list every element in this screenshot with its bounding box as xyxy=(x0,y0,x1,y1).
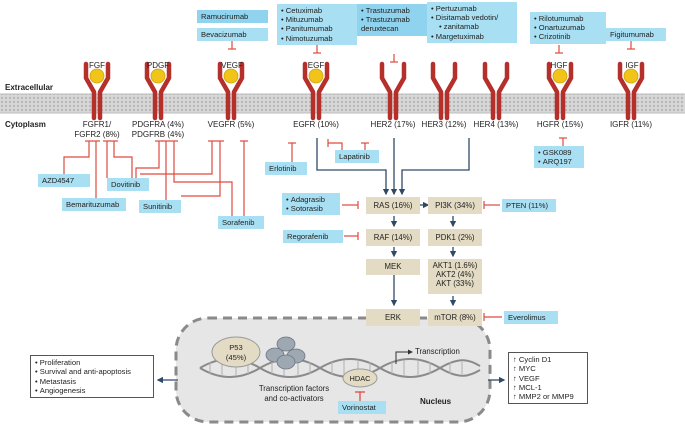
drug-kras-inhibitors: Adagrasib Sotorasib xyxy=(282,193,340,216)
receptor-hgfr-shape xyxy=(546,61,574,121)
node-pten: PTEN (11%) xyxy=(502,199,556,213)
ligand-hgf: HGF xyxy=(550,61,568,70)
node-erk: ERK xyxy=(366,309,420,326)
drug-sorafenib: Sorafenib xyxy=(218,216,264,230)
receptor-egfr: EGFR (10%) xyxy=(293,120,339,129)
drug-regorafenib: Regorafenib xyxy=(283,230,343,244)
hdac-label: HDAC xyxy=(349,374,371,383)
node-akt: AKT1 (1.6%)AKT2 (4%)AKT (33%) xyxy=(428,259,482,294)
drug-egfr-antibodies: Cetuximab Mituzumab Panitumumab Nimotuzu… xyxy=(277,4,357,45)
receptor-her4-shape xyxy=(482,61,510,121)
node-pdk1: PDK1 (2%) xyxy=(428,229,482,246)
cell-membrane xyxy=(0,94,685,113)
drug-figitumumab: Figitumumab xyxy=(606,28,666,42)
receptor-fgfr-shape xyxy=(83,61,111,121)
drug-sunitinib: Sunitinib xyxy=(139,200,181,214)
drug-bevacizumab: Bevacizumab xyxy=(197,28,268,42)
ligand-hgfr-shape xyxy=(552,68,568,84)
ligand-igf: IGF xyxy=(625,61,639,70)
receptor-her4: HER4 (13%) xyxy=(473,120,519,129)
receptor-fgfr: FGFR1/FGFR2 (8%) xyxy=(74,120,120,139)
ligand-pdgfr-shape xyxy=(150,68,166,84)
drug-ramucirumab: Ramucirumab xyxy=(197,10,268,24)
node-mtor: mTOR (8%) xyxy=(428,309,482,326)
receptor-vegfr-shape xyxy=(217,61,245,121)
receptor-pdgfr-shape xyxy=(144,61,172,121)
node-ras: RAS (16%) xyxy=(366,197,420,214)
p53-shape xyxy=(211,336,261,368)
ligand-egf: EGF xyxy=(307,61,325,70)
drug-hgfr-inhibitors: GSK089 ARQ197 xyxy=(534,146,584,169)
extracellular-label: Extracellular xyxy=(5,83,54,92)
drug-bemarituzumab: Bemarituzumab xyxy=(62,198,126,212)
node-mek: MEK xyxy=(366,259,420,275)
drug-erlotinib: Erlotinib xyxy=(265,162,307,176)
p53-label: P53(45%) xyxy=(225,343,247,362)
node-raf: RAF (14%) xyxy=(366,229,420,246)
transcription-factor-cluster xyxy=(265,336,306,370)
cytoplasm-label: Cytoplasm xyxy=(5,120,46,129)
receptor-vegfr: VEGFR (5%) xyxy=(207,120,255,129)
drug-dovitinib: Dovitinib xyxy=(107,178,149,192)
ligand-igfr-shape xyxy=(623,68,639,84)
drug-azd4547: AZD4547 xyxy=(38,174,90,188)
drug-vorinostat: Vorinostat xyxy=(338,401,386,415)
receptor-her2-shape xyxy=(379,61,407,121)
transcription-label: Transcription xyxy=(415,347,460,356)
receptor-pdgfr: PDGFRA (4%)PDGFRB (4%) xyxy=(131,120,185,139)
receptor-her3-shape xyxy=(430,61,458,121)
receptor-igfr-shape xyxy=(617,61,645,121)
ligand-vegfr-shape xyxy=(223,68,239,84)
nucleus-label: Nucleus xyxy=(420,397,452,406)
node-pi3k: PI3K (34%) xyxy=(428,197,482,214)
receptor-hgfr: HGFR (15%) xyxy=(536,120,584,129)
ligand-egfr-shape xyxy=(308,68,324,84)
ligand-fgfr-shape xyxy=(89,68,105,84)
drug-her2-trastuzumab: Trastuzumab Trastuzumab deruxtecan xyxy=(357,4,429,36)
drug-everolimus: Everolimus xyxy=(504,311,558,325)
ligand-vegf: VEGF xyxy=(221,61,243,70)
receptor-igfr: IGFR (11%) xyxy=(609,120,653,129)
outcomes-left: Proliferation Survival and anti-apoptosi… xyxy=(30,355,154,399)
ligand-pdgf: PDGF xyxy=(146,61,170,70)
hdac-shape xyxy=(342,368,378,388)
outcomes-right: ↑ Cyclin D1 ↑ MYC ↑ VEGF ↑ MCL-1 ↑ MMP2 … xyxy=(508,352,588,405)
ligand-fgf: FGF xyxy=(89,61,105,70)
drug-her2-antibodies: Pertuzumab Disitamab vedotin/ zanitamab … xyxy=(427,2,517,43)
receptor-her2: HER2 (17%) xyxy=(370,120,416,129)
receptor-her3: HER3 (12%) xyxy=(421,120,467,129)
drug-hgf-antibodies: Rilotumumab Onartuzumab Crizotinib xyxy=(530,12,606,44)
drug-lapatinib: Lapatinib xyxy=(335,150,379,164)
receptor-egfr-shape xyxy=(302,61,330,121)
